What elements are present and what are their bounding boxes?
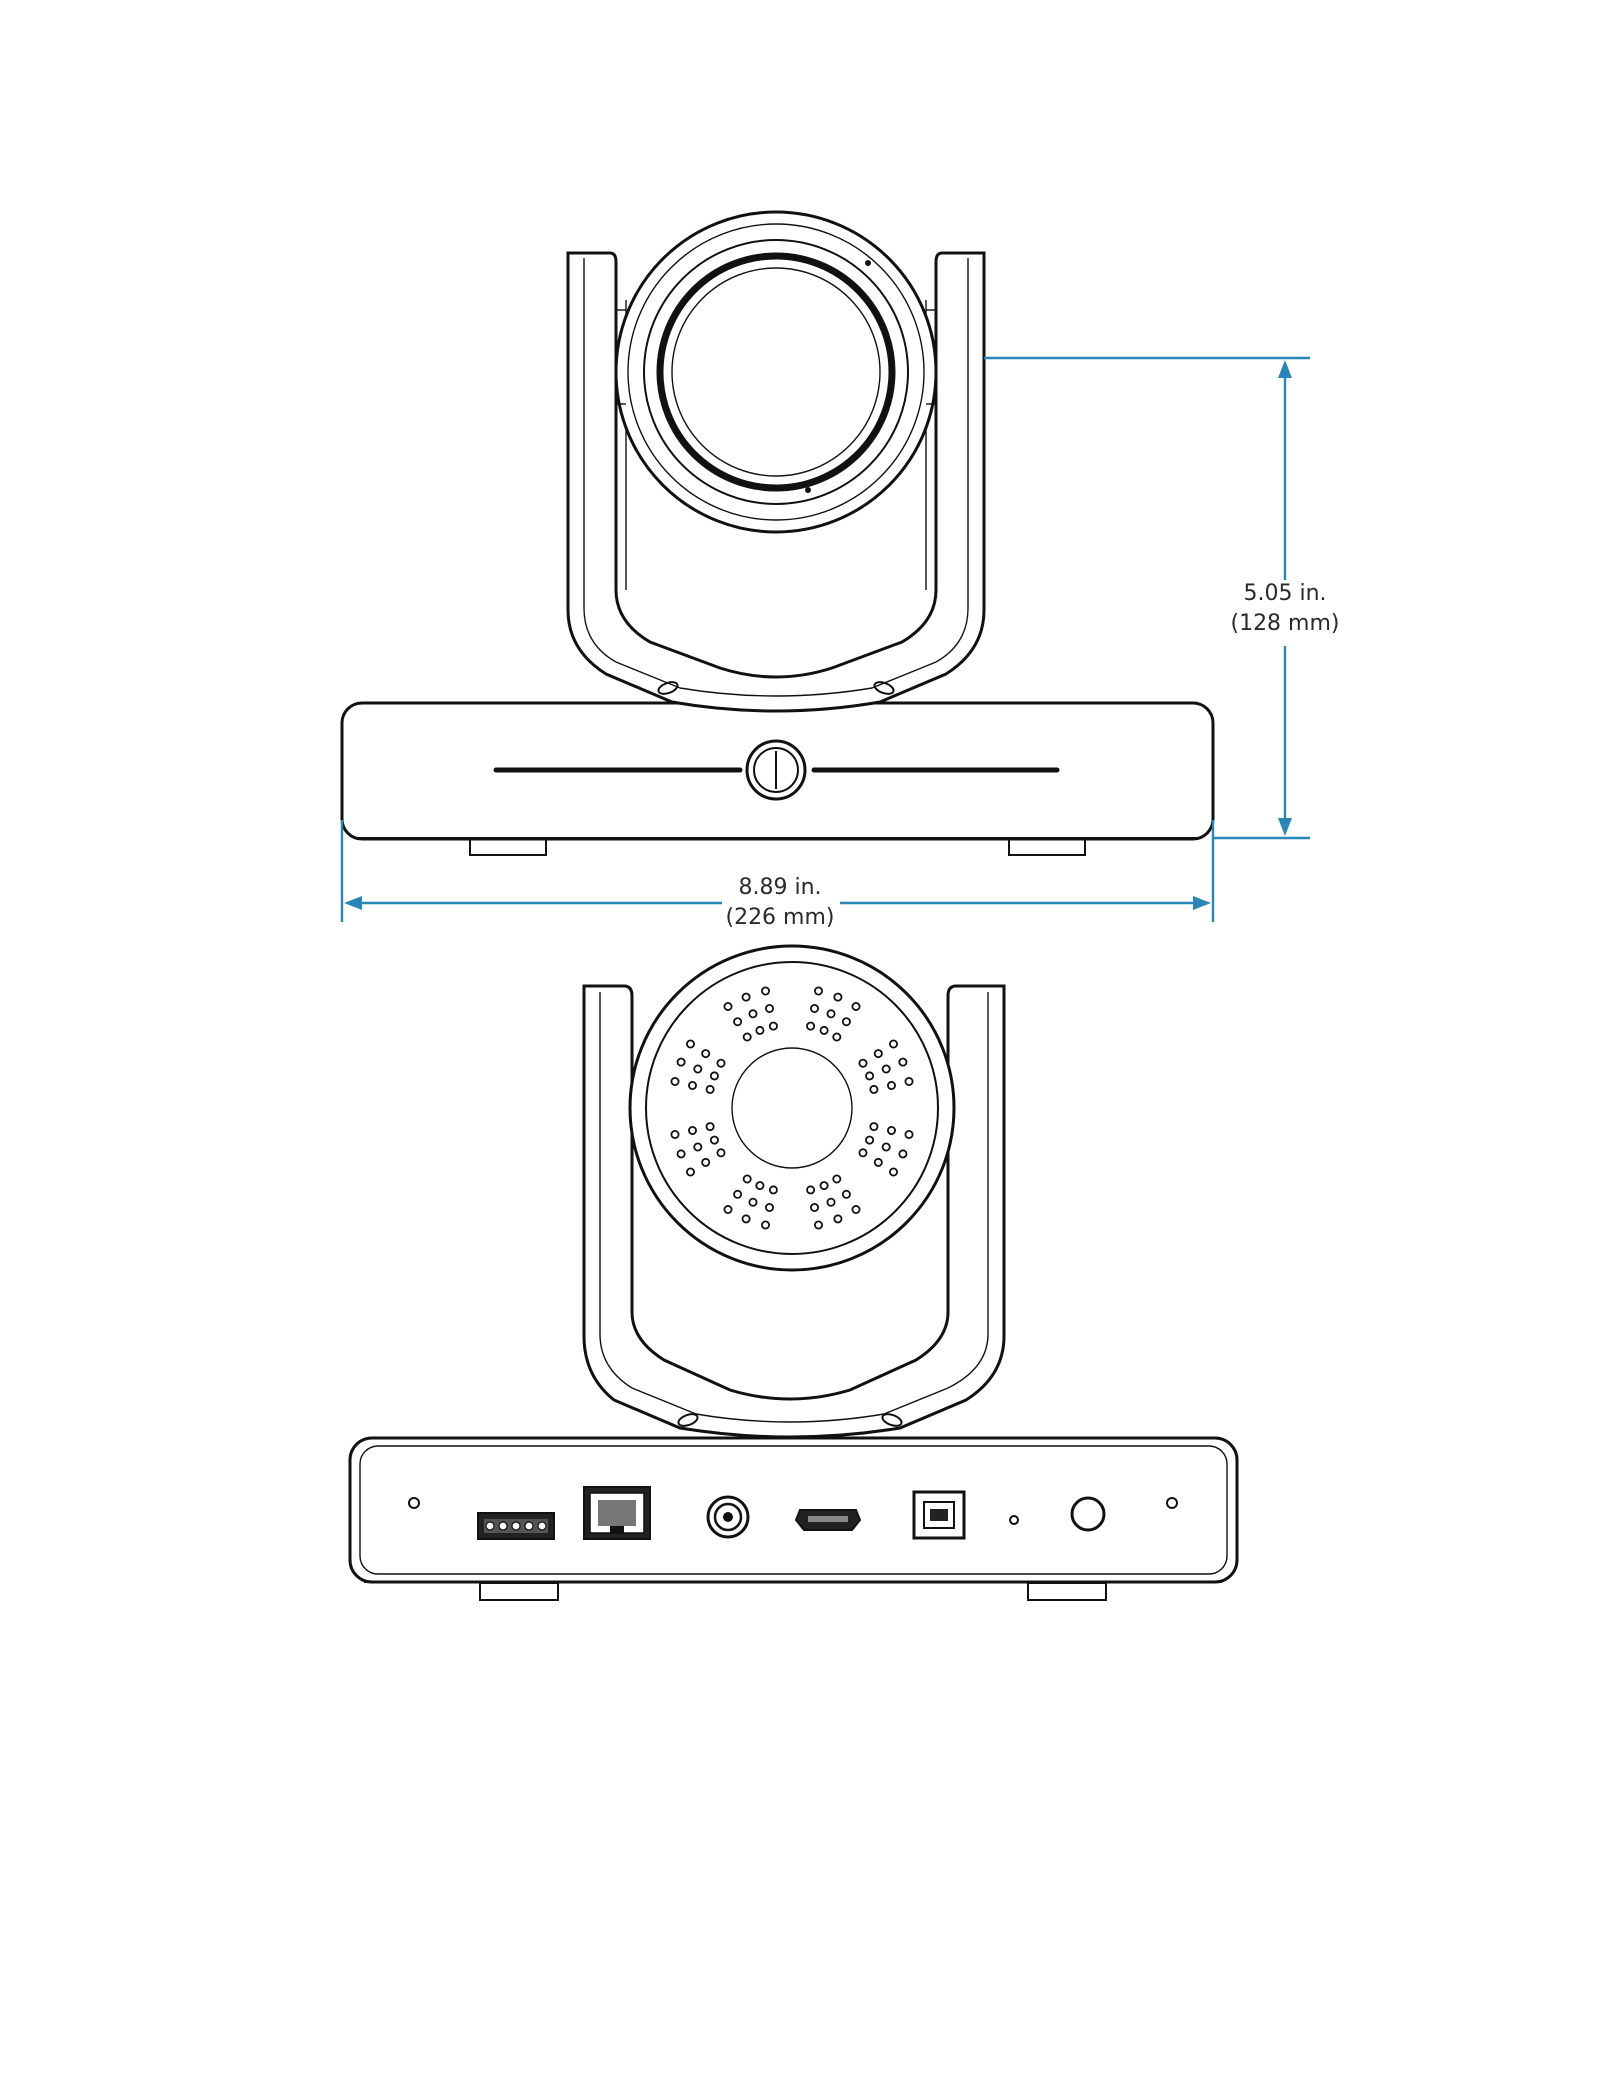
speaker-hole [827, 1010, 834, 1017]
speaker-hole [671, 1078, 678, 1085]
speaker-hole [707, 1086, 714, 1093]
height-mm-label: (128 mm) [1230, 611, 1339, 636]
terminal-pin [486, 1522, 494, 1530]
speaker-hole [843, 1018, 850, 1025]
front-base [342, 703, 1213, 855]
speaker-hole [905, 1131, 912, 1138]
speaker-hole [707, 1123, 714, 1130]
speaker-hole [859, 1149, 866, 1156]
speaker-hole [744, 1033, 751, 1040]
speaker-hole [694, 1143, 701, 1150]
speaker-hole [687, 1168, 694, 1175]
speaker-hole [890, 1040, 897, 1047]
speaker-hole [883, 1143, 890, 1150]
usb-b-port-icon [914, 1492, 964, 1538]
speaker-hole [717, 1149, 724, 1156]
speaker-hole [815, 987, 822, 994]
speaker-hole [807, 1186, 814, 1193]
speaker-hole [834, 994, 841, 1001]
terminal-pin [525, 1522, 533, 1530]
speaker-hole [702, 1050, 709, 1057]
front-view: 5.05 in. (128 mm) 8.89 in. (226 mm) [342, 212, 1340, 930]
speaker-hole [702, 1159, 709, 1166]
speaker-hole [678, 1059, 685, 1066]
speaker-hole [756, 1182, 763, 1189]
speaker-hole [890, 1168, 897, 1175]
speaker-hole [821, 1182, 828, 1189]
speaker-hole [859, 1060, 866, 1067]
speaker-hole [689, 1127, 696, 1134]
speaker-hole [827, 1199, 834, 1206]
speaker-hole [743, 994, 750, 1001]
speaker-hole [678, 1150, 685, 1157]
speaker-hole [870, 1123, 877, 1130]
speaker-hole [833, 1175, 840, 1182]
speaker-hole [888, 1127, 895, 1134]
bnc-connector-icon [708, 1497, 748, 1537]
speaker-hole [866, 1072, 873, 1079]
speaker-hole [870, 1086, 877, 1093]
speaker-hole [807, 1023, 814, 1030]
speaker-hole [899, 1150, 906, 1157]
width-mm-label: (226 mm) [725, 905, 834, 930]
speaker-hole [811, 1204, 818, 1211]
speaker-hole [875, 1159, 882, 1166]
speaker-hole [694, 1065, 701, 1072]
speaker-hole [852, 1206, 859, 1213]
speaker-hole [766, 1204, 773, 1211]
speaker-hole [852, 1003, 859, 1010]
height-inches-label: 5.05 in. [1243, 581, 1326, 606]
speaker-hole [770, 1186, 777, 1193]
speaker-hole [815, 1221, 822, 1228]
speaker-hole [744, 1175, 751, 1182]
speaker-hole [770, 1023, 777, 1030]
speaker-hole [749, 1199, 756, 1206]
speaker-hole [762, 1221, 769, 1228]
speaker-hole [749, 1010, 756, 1017]
speaker-hole [834, 1215, 841, 1222]
rear-speaker-disc [630, 946, 954, 1270]
speaker-hole [766, 1005, 773, 1012]
speaker-hole [875, 1050, 882, 1057]
speaker-hole [724, 1003, 731, 1010]
terminal-pin [512, 1522, 520, 1530]
speaker-hole [671, 1131, 678, 1138]
speaker-hole [734, 1018, 741, 1025]
speaker-hole [843, 1191, 850, 1198]
speaker-hole [743, 1215, 750, 1222]
speaker-hole [762, 987, 769, 994]
speaker-hole [811, 1005, 818, 1012]
speaker-hole [689, 1082, 696, 1089]
terminal-pin [499, 1522, 507, 1530]
speaker-hole [833, 1033, 840, 1040]
speaker-hole [734, 1191, 741, 1198]
front-lens [616, 212, 936, 532]
speaker-hole [711, 1072, 718, 1079]
terminal-pin [538, 1522, 546, 1530]
speaker-hole [717, 1060, 724, 1067]
ethernet-port-icon [584, 1487, 650, 1539]
power-jack-icon [1072, 1498, 1104, 1530]
speaker-hole [883, 1065, 890, 1072]
width-inches-label: 8.89 in. [738, 875, 821, 900]
speaker-hole [756, 1027, 763, 1034]
hdmi-port-icon [796, 1510, 860, 1530]
speaker-hole [687, 1040, 694, 1047]
terminal-block-connector-icon [478, 1513, 554, 1539]
speaker-hole [899, 1059, 906, 1066]
speaker-hole [866, 1137, 873, 1144]
speaker-hole [905, 1078, 912, 1085]
speaker-hole [711, 1137, 718, 1144]
speaker-hole [724, 1206, 731, 1213]
rear-view [350, 946, 1237, 1600]
speaker-hole [888, 1082, 895, 1089]
speaker-hole [821, 1027, 828, 1034]
